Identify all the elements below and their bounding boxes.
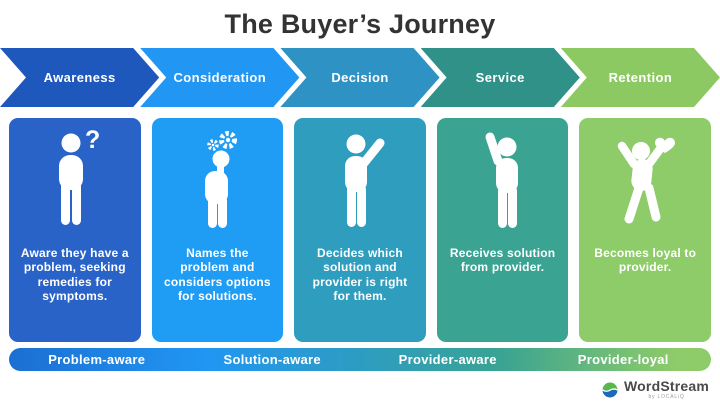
stage-card-consideration: Names the problem and considers options …: [151, 118, 284, 342]
stage-description: Decides which solution and provider is r…: [312, 246, 408, 304]
stage-description: Receives solution from provider.: [449, 246, 556, 275]
spectrum-label-provider-aware: Provider-aware: [398, 352, 497, 367]
person-arm-raised-icon: [463, 130, 543, 234]
stage-card-awareness: ? Aware they have a problem, seeking rem…: [9, 118, 141, 342]
person-question-icon: ?: [35, 130, 115, 234]
stage-arrow-label: Awareness: [43, 70, 116, 85]
logo-name: WordStream: [624, 378, 709, 394]
spectrum-label-problem-aware: Problem-aware: [48, 352, 146, 367]
person-celebrating-heart-icon: [605, 130, 685, 234]
spectrum-label-solution-aware: Solution-aware: [223, 352, 321, 367]
journey-arrow-band: Awareness Consideration Decision Service…: [0, 48, 720, 107]
stage-description: Becomes loyal to provider.: [594, 246, 697, 275]
person-pointing-icon: [320, 130, 400, 234]
stage-description: Aware they have a problem, seeking remed…: [20, 246, 129, 304]
logo-tagline: by LOCALiQ: [648, 394, 685, 400]
awareness-spectrum-bar: Problem-aware Solution-aware Provider-aw…: [9, 348, 711, 371]
stage-arrow-label: Retention: [608, 70, 673, 85]
stage-arrow-awareness: Awareness: [0, 48, 159, 107]
stage-arrow-decision: Decision: [280, 48, 439, 107]
stage-cards: ? Aware they have a problem, seeking rem…: [9, 118, 711, 342]
stage-arrow-retention: Retention: [561, 48, 720, 107]
stage-arrow-label: Consideration: [173, 70, 267, 85]
spectrum-label-provider-loyal: Provider-loyal: [577, 352, 669, 367]
person-thinking-gears-icon: [177, 130, 257, 234]
stage-card-service: Receives solution from provider.: [436, 118, 569, 342]
wordstream-logo: WordStream by LOCALiQ: [601, 379, 709, 400]
stage-arrow-service: Service: [421, 48, 580, 107]
stage-arrow-consideration: Consideration: [140, 48, 299, 107]
stage-description: Names the problem and considers options …: [164, 246, 271, 304]
stage-arrow-label: Decision: [331, 70, 389, 85]
page-title: The Buyer’s Journey: [224, 9, 496, 39]
svg-text:?: ?: [85, 130, 100, 154]
wordstream-globe-icon: [601, 381, 619, 399]
stage-card-decision: Decides which solution and provider is r…: [294, 118, 426, 342]
stage-card-retention: Becomes loyal to provider.: [579, 118, 711, 342]
stage-arrow-label: Service: [475, 70, 525, 85]
